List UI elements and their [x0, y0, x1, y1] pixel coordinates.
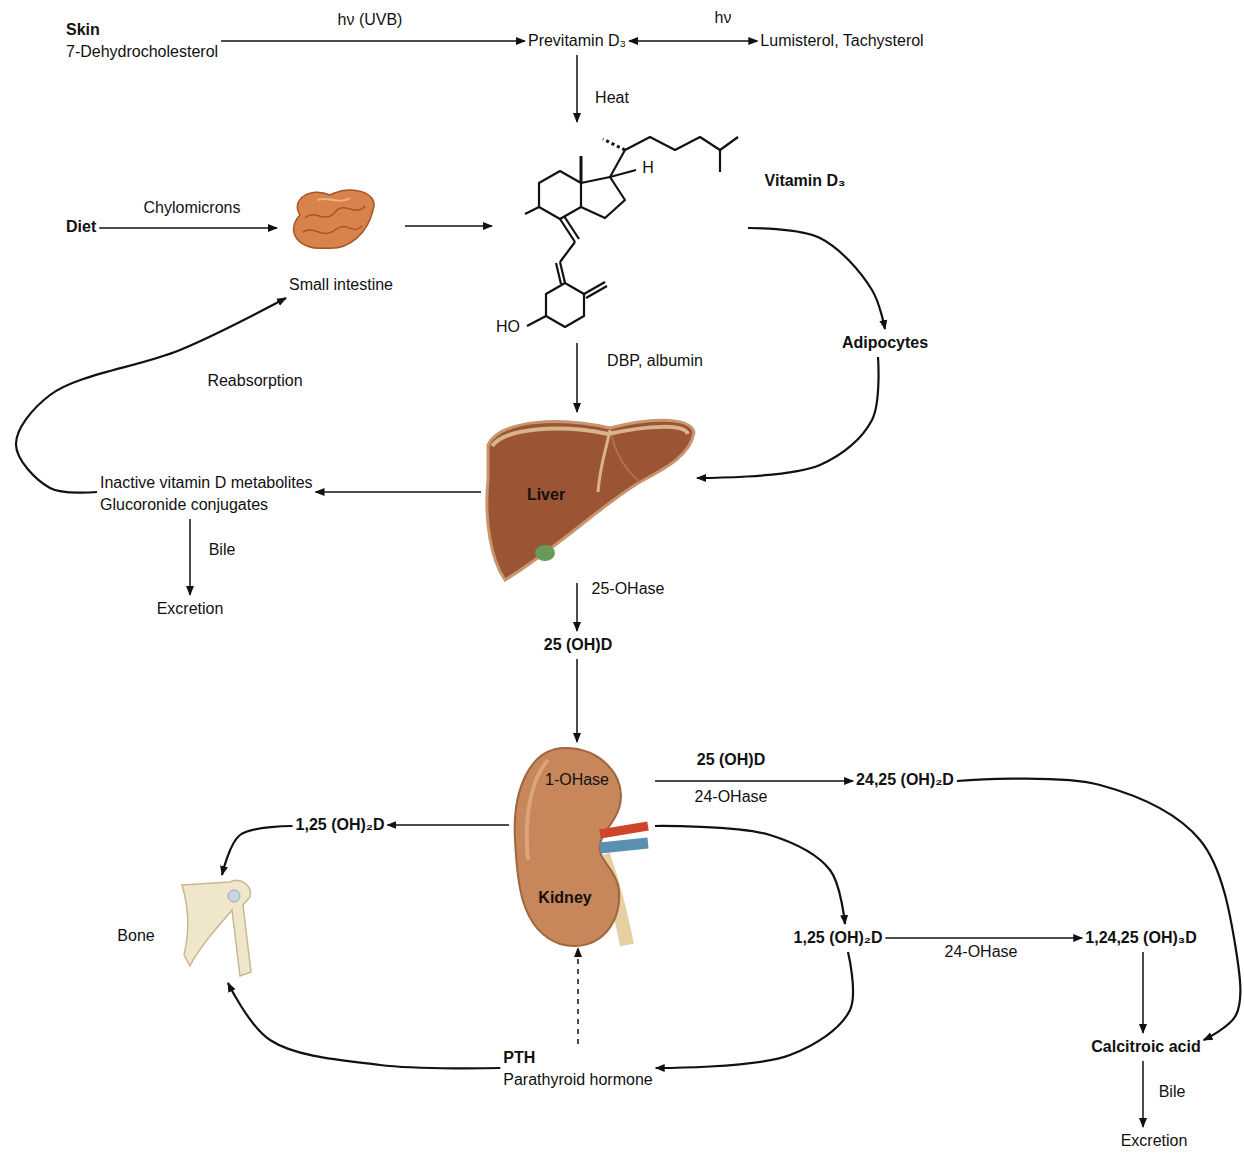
edge-label: Bile	[207, 541, 238, 559]
node-text: Lumisterol, Tachysterol	[760, 30, 923, 52]
pathway-arrow	[16, 298, 286, 493]
tissue-label: Adipocytes	[842, 332, 928, 354]
regulation-arrow	[577, 948, 579, 1044]
pathway-arrow	[957, 779, 1240, 1040]
organ-kidney: 1-OHaseKidney	[512, 745, 652, 945]
node-text: Excretion	[157, 598, 224, 620]
metabolite-label: 1,25 (OH)₂D	[794, 927, 883, 949]
node-text: PTH	[503, 1047, 652, 1069]
edge-label: Reabsorption	[205, 372, 304, 390]
pathway-arrow	[405, 225, 492, 227]
metabolite-label: Calcitroic acid	[1091, 1036, 1200, 1058]
pathway-arrow	[189, 519, 191, 595]
pathway-arrow	[576, 55, 578, 122]
edge-label: 24-OHase	[943, 943, 1020, 961]
intermediate-label: Previtamin D₃	[528, 30, 626, 52]
node-text: Diet	[66, 216, 96, 238]
substrate-label: 25 (OH)D	[695, 751, 767, 769]
edge-label: hν (UVB)	[336, 11, 405, 29]
vitamin-structure: Vitamin D₃	[495, 125, 745, 340]
pathway-arrow	[655, 826, 845, 924]
pathway-arrow	[655, 780, 853, 782]
node-text: Skin	[66, 19, 218, 41]
edge-label: hν	[713, 9, 734, 27]
node-text: Parathyroid hormone	[503, 1069, 652, 1091]
node-text: Inactive vitamin D metabolites	[100, 472, 313, 494]
metabolite-label: 1,24,25 (OH)₃D	[1085, 927, 1196, 949]
intestine-drawing	[294, 190, 374, 248]
pathway-arrow	[576, 659, 578, 742]
organ-liver: Liver	[484, 415, 694, 580]
pathway-arrow	[656, 952, 853, 1068]
excretion-label: Excretion	[157, 598, 224, 620]
pathway-arrow	[697, 357, 879, 478]
node-text: 1,24,25 (OH)₃D	[1085, 927, 1196, 949]
node-text: 25 (OH)D	[544, 634, 612, 656]
liver-drawing	[487, 420, 694, 580]
node-text: Calcitroic acid	[1091, 1036, 1200, 1058]
vitamin-d3-structure	[525, 137, 738, 327]
node-text: Excretion	[1121, 1130, 1188, 1152]
kidney-drawing	[515, 748, 648, 946]
node-text: Glucoronide conjugates	[100, 494, 313, 516]
pathway-arrow	[1142, 1061, 1144, 1127]
pathway-arrow	[228, 983, 500, 1068]
pathway-arrow	[1142, 952, 1144, 1033]
node-text: Kidney	[538, 888, 591, 908]
edge-label: 25-OHase	[590, 580, 667, 598]
node-text: Previtamin D₃	[528, 30, 626, 52]
node-text: 7-Dehydrocholesterol	[66, 41, 218, 63]
atom-label: HO	[494, 318, 522, 336]
edge-label: DBP, albumin	[605, 352, 705, 370]
pathway-arrow	[222, 826, 293, 875]
pathway-arrow	[576, 583, 578, 631]
node-text: 24,25 (OH)₂D	[856, 769, 954, 791]
edge-label: 24-OHase	[693, 788, 770, 806]
node-text: Bone	[117, 926, 154, 946]
pathway-arrow	[316, 491, 481, 493]
edge-label: Heat	[593, 89, 631, 107]
edge-label: Chylomicrons	[142, 199, 243, 217]
organ-bone: Bone	[115, 878, 260, 980]
edge-label: Bile	[1157, 1083, 1188, 1101]
node-text: Adipocytes	[842, 332, 928, 354]
excretion-label: Excretion	[1121, 1130, 1188, 1152]
pathway-arrow	[576, 343, 578, 412]
pathway-arrow	[99, 227, 277, 229]
pathway-arrow	[885, 937, 1082, 939]
metabolite-label: 24,25 (OH)₂D	[856, 769, 954, 791]
node-text: Liver	[527, 485, 565, 505]
pathway-arrow	[221, 40, 525, 42]
source-label: Diet	[66, 216, 96, 238]
node-text: Small intestine	[289, 275, 393, 295]
node-text: 1-OHase	[545, 770, 609, 790]
metabolite-label: 1,25 (OH)₂D	[296, 814, 385, 836]
atom-label: H	[640, 159, 656, 177]
metabolite-label: 25 (OH)D	[544, 634, 612, 656]
byproduct-label: Lumisterol, Tachysterol	[760, 30, 923, 52]
pathway-arrow	[748, 228, 885, 329]
metabolite-label: Inactive vitamin D metabolitesGlucoronid…	[100, 472, 313, 516]
node-text: Vitamin D₃	[765, 171, 846, 191]
organ-intestine: Small intestine	[280, 183, 402, 295]
bone-drawing	[182, 880, 251, 976]
pathway-arrow	[629, 40, 757, 42]
hormone-label: PTHParathyroid hormone	[503, 1047, 652, 1091]
node-text: 1,25 (OH)₂D	[794, 927, 883, 949]
pathway-arrow	[387, 824, 509, 826]
source-label: Skin7-Dehydrocholesterol	[66, 19, 218, 63]
node-text: 1,25 (OH)₂D	[296, 814, 385, 836]
